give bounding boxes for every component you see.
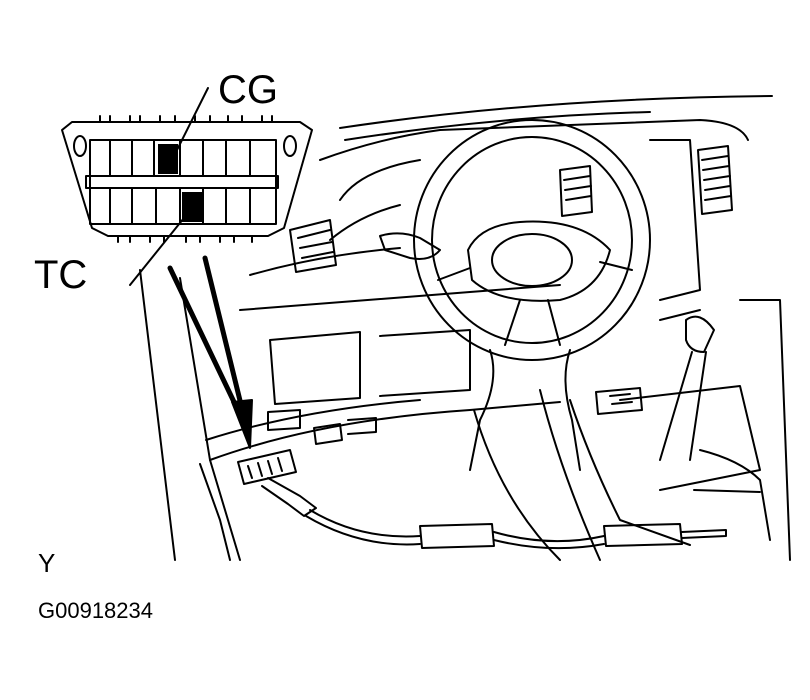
figure-id: G00918234	[38, 598, 153, 623]
dashboard-sketch	[140, 96, 790, 560]
cg-label: CG	[218, 68, 278, 112]
connector-callout	[62, 116, 312, 242]
cg-terminal	[158, 144, 178, 174]
cg-leader-line	[168, 88, 208, 168]
tc-label: TC	[34, 253, 88, 297]
view-label: Y	[38, 548, 56, 578]
test-lead	[238, 450, 726, 548]
tc-leader-line	[130, 208, 192, 285]
